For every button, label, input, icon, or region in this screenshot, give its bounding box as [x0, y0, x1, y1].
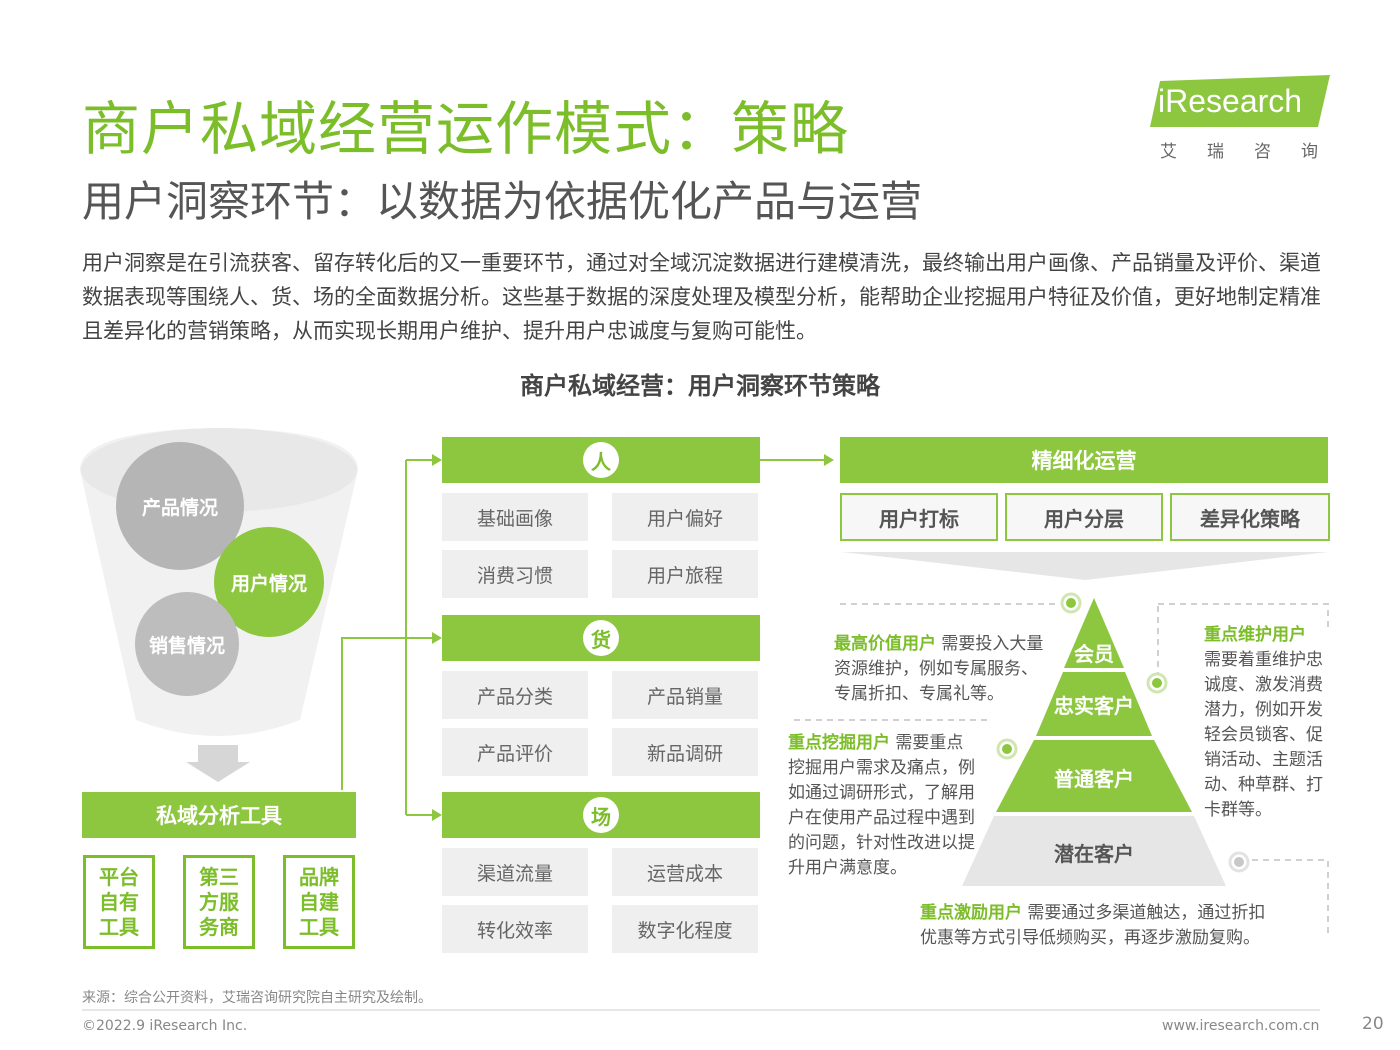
logo-banner-icon	[1150, 75, 1330, 127]
page-number: 20	[1362, 1014, 1384, 1034]
diagram-title: 商户私域经营：用户洞察环节策略	[520, 372, 880, 400]
cell-scene: 转化效率	[442, 905, 588, 953]
annot-title: 重点挖掘用户	[788, 733, 890, 753]
tool-brand: 品牌 自建 工具	[283, 855, 355, 949]
circle-product: 产品情况	[116, 442, 244, 570]
pyramid-tier-loyal	[1036, 672, 1152, 736]
tag-user-labeling: 用户打标	[840, 493, 998, 541]
website: www.iresearch.com.cn	[1162, 1018, 1320, 1034]
arrow-head-icon	[432, 632, 442, 644]
annot-text: 需要通过多渠道触达，通过折扣优惠等方式引导低频购买，再逐步激励复购。	[920, 903, 1266, 948]
annot-text: 需要重点挖掘用户需求及痛点，例如通过调研形式，了解用户在使用产品过程中遇到的问题…	[788, 733, 975, 878]
tool-line: 工具	[99, 914, 139, 939]
source-note: 来源：综合公开资料，艾瑞咨询研究院自主研究及绘制。	[82, 990, 432, 1006]
tag-diff-strategy: 差异化策略	[1170, 493, 1330, 541]
tools-title: 私域分析工具	[82, 792, 356, 838]
arrow-head-icon	[432, 454, 442, 466]
cell-goods: 产品评价	[442, 728, 588, 776]
section-people-badge: 人	[583, 442, 619, 478]
annot-title: 最高价值用户	[834, 634, 936, 654]
cell-people: 基础画像	[442, 493, 588, 541]
cell-scene: 数字化程度	[612, 905, 758, 953]
tool-line: 平台	[99, 864, 139, 889]
section-scene-badge: 场	[583, 797, 619, 833]
section-scene-bar: 场	[442, 792, 760, 838]
page-title: 商户私域经营运作模式：策略	[82, 95, 850, 163]
tool-third-party: 第三 方服 务商	[183, 855, 255, 949]
circle-sales: 销售情况	[135, 592, 239, 696]
down-triangle-icon	[842, 552, 1328, 580]
pyramid-tier-normal	[996, 740, 1192, 812]
tool-line: 工具	[299, 914, 339, 939]
annot-key-mine: 重点挖掘用户 需要重点挖掘用户需求及痛点，例如通过调研形式，了解用户在使用产品过…	[788, 731, 978, 881]
cell-people: 消费习惯	[442, 550, 588, 598]
ops-title: 精细化运营	[840, 437, 1328, 483]
iresearch-logo: iResearch 艾瑞咨询	[1150, 75, 1335, 165]
arrow-head-icon	[432, 809, 442, 821]
cell-goods: 产品销量	[612, 671, 758, 719]
pyramid-tier-vip	[1064, 598, 1124, 668]
pyramid-label-normal: 普通客户	[1054, 767, 1134, 791]
connector-line	[341, 637, 440, 790]
tool-line: 自建	[299, 889, 339, 914]
cell-goods: 新品调研	[612, 728, 758, 776]
tool-line: 方服	[199, 889, 239, 914]
tool-line: 品牌	[299, 864, 339, 889]
pyramid-label-potential: 潜在客户	[1054, 842, 1134, 866]
annot-text: 需要投入大量资源维护，例如专属服务、专属折扣、专属礼等。	[834, 634, 1044, 704]
down-arrow-icon	[186, 745, 250, 782]
arrow-head-icon	[824, 454, 834, 466]
section-people-bar: 人	[442, 437, 760, 483]
tag-user-layering: 用户分层	[1005, 493, 1163, 541]
tool-line: 第三	[199, 864, 239, 889]
annot-key-activate: 重点激励用户 需要通过多渠道触达，通过折扣优惠等方式引导低频购买，再逐步激励复购…	[920, 901, 1280, 951]
pyramid-label-vip: 会员	[1074, 642, 1114, 666]
cell-people: 用户旅程	[612, 550, 758, 598]
intro-paragraph: 用户洞察是在引流获客、留存转化后的又一重要环节，通过对全域沉淀数据进行建模清洗，…	[82, 251, 1321, 343]
cell-scene: 渠道流量	[442, 848, 588, 896]
cell-goods: 产品分类	[442, 671, 588, 719]
tool-platform: 平台 自有 工具	[83, 855, 155, 949]
annot-title: 重点维护用户	[1204, 625, 1306, 645]
pyramid-label-loyal: 忠实客户	[1054, 694, 1134, 718]
annot-top-value: 最高价值用户 需要投入大量资源维护，例如专属服务、专属折扣、专属礼等。	[834, 632, 1044, 707]
logo-cn: 艾瑞咨询	[1160, 142, 1348, 162]
logo-text: iResearch	[1158, 83, 1303, 119]
page-subtitle: 用户洞察环节：以数据为依据优化产品与运营	[82, 177, 923, 226]
annot-title: 重点激励用户	[920, 903, 1022, 923]
section-goods-badge: 货	[583, 620, 619, 656]
cell-scene: 运营成本	[612, 848, 758, 896]
annot-text: 需要着重维护忠诚度、激发消费潜力，例如开发轻会员锁客、促销活动、主题活动、种草群…	[1204, 650, 1323, 820]
pyramid-tier-potential	[962, 816, 1226, 886]
section-goods-bar: 货	[442, 615, 760, 661]
tool-line: 务商	[199, 914, 239, 939]
tool-line: 自有	[99, 889, 139, 914]
copyright: ©2022.9 iResearch Inc.	[82, 1018, 248, 1034]
annot-key-maintain: 重点维护用户 需要着重维护忠诚度、激发消费潜力，例如开发轻会员锁客、促销活动、主…	[1204, 623, 1332, 823]
cell-people: 用户偏好	[612, 493, 758, 541]
